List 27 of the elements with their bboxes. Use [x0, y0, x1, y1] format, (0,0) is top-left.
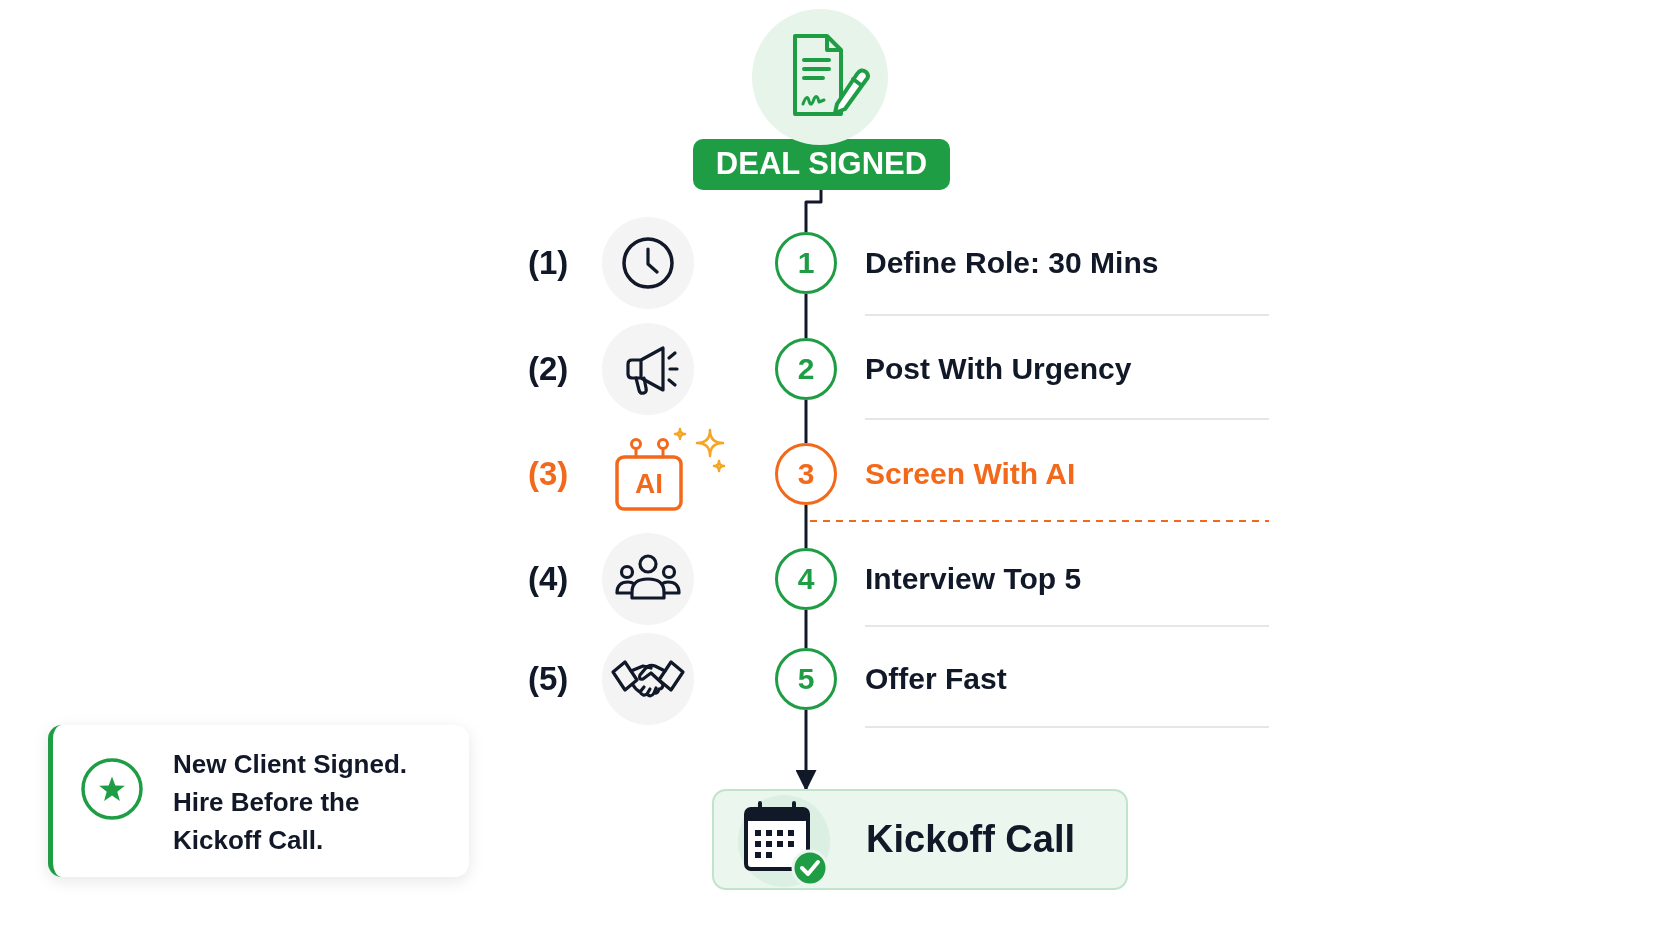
milestone-card [712, 789, 1128, 890]
connector-line [804, 190, 823, 232]
step-number: 2 [775, 338, 837, 400]
step-title: Screen With AI [865, 456, 1076, 492]
callout-text: New Client Signed. Hire Before the Kickoff Call. [173, 748, 409, 857]
step-label: (2) [528, 350, 569, 388]
step-label: (4) [528, 560, 569, 598]
step-label: (3) [528, 455, 569, 493]
step-number: 5 [775, 648, 837, 710]
step-title: Post With Urgency [865, 351, 1132, 387]
milestone-banner: DEAL SIGNED [693, 139, 950, 190]
connector-line [804, 610, 808, 648]
step-number: 1 [775, 232, 837, 294]
arrow [795, 710, 817, 792]
milestone-title: Kickoff Call [866, 817, 1076, 861]
step-label: (1) [528, 244, 569, 282]
step-label: (5) [528, 660, 569, 698]
step-title: Define Role: 30 Mins [865, 245, 1159, 281]
chip-label: AI [635, 469, 663, 499]
connector-line [804, 400, 808, 443]
step-number: 4 [775, 548, 837, 610]
connector-line [804, 294, 808, 338]
callout-card [48, 725, 469, 877]
step-title: Interview Top 5 [865, 561, 1082, 597]
step-number: 3 [775, 443, 837, 505]
connector-line [804, 505, 808, 548]
step-title: Offer Fast [865, 661, 1007, 697]
